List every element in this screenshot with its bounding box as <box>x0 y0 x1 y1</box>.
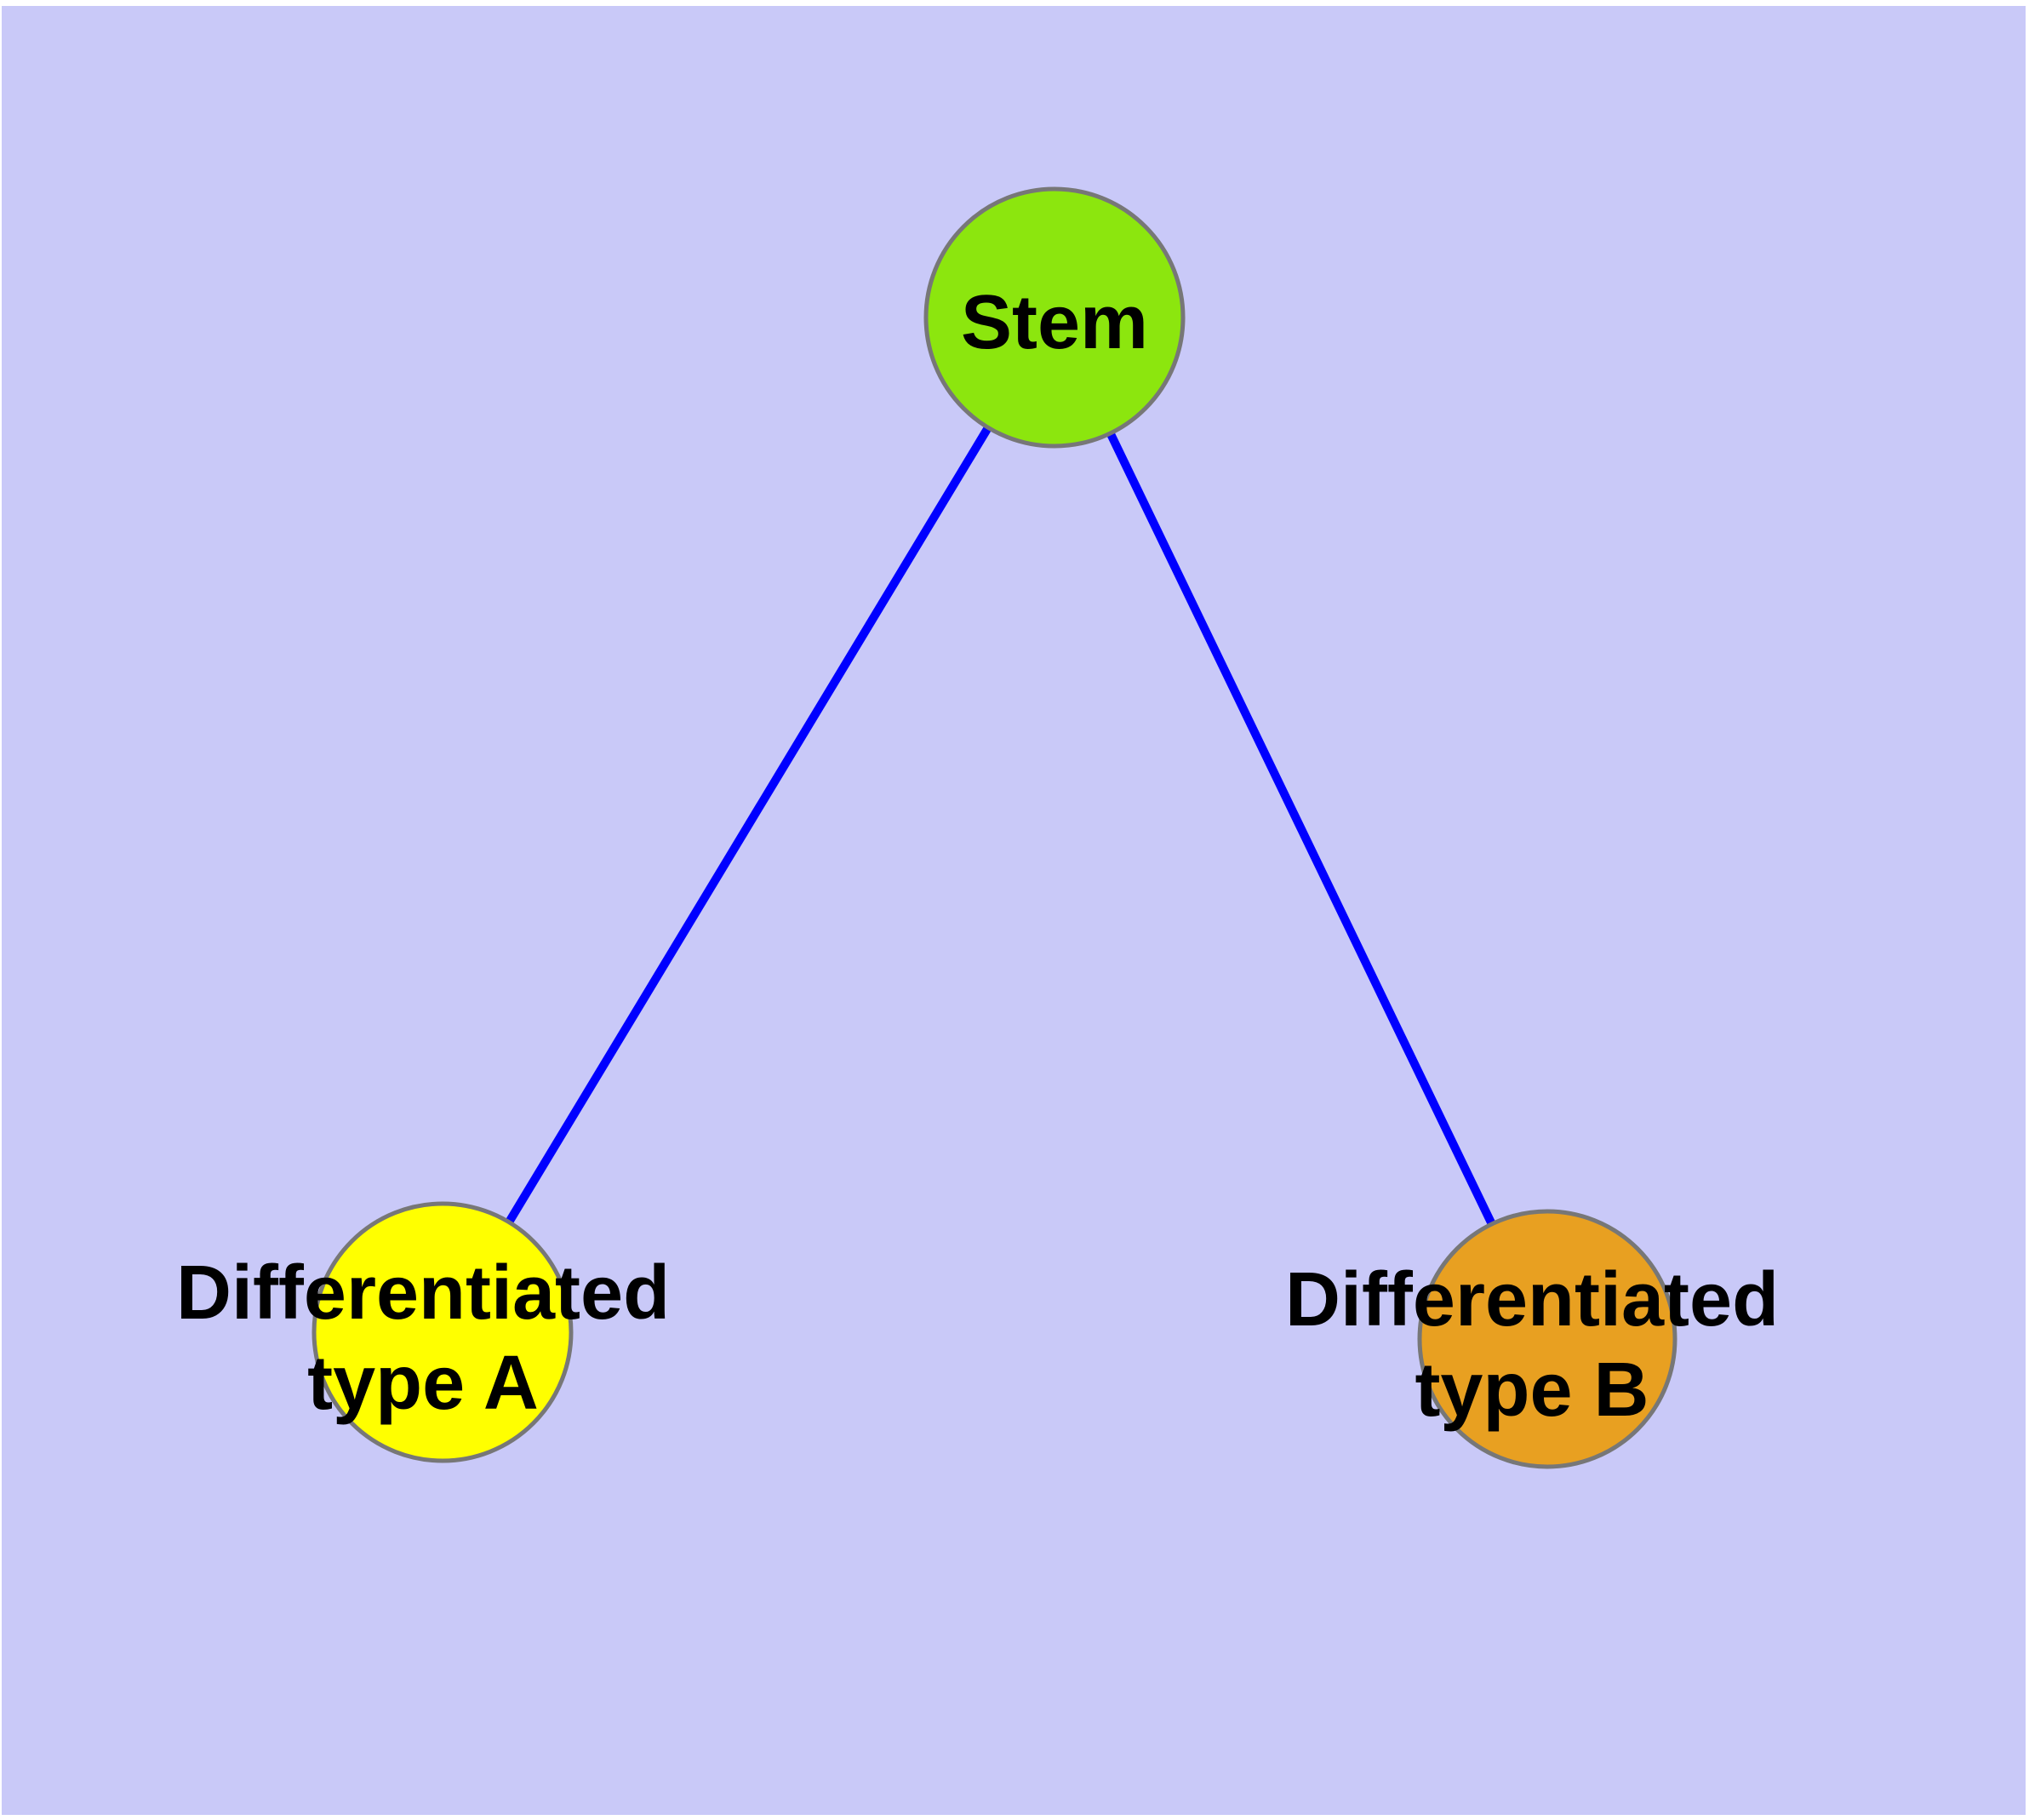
node-stem <box>923 186 1186 449</box>
edge-stem-to-type-b <box>1050 315 1552 1342</box>
edge-stem-to-type-a <box>438 315 1059 1335</box>
node-differentiated-type-a <box>311 1201 574 1463</box>
node-differentiated-type-b <box>1417 1209 1677 1469</box>
